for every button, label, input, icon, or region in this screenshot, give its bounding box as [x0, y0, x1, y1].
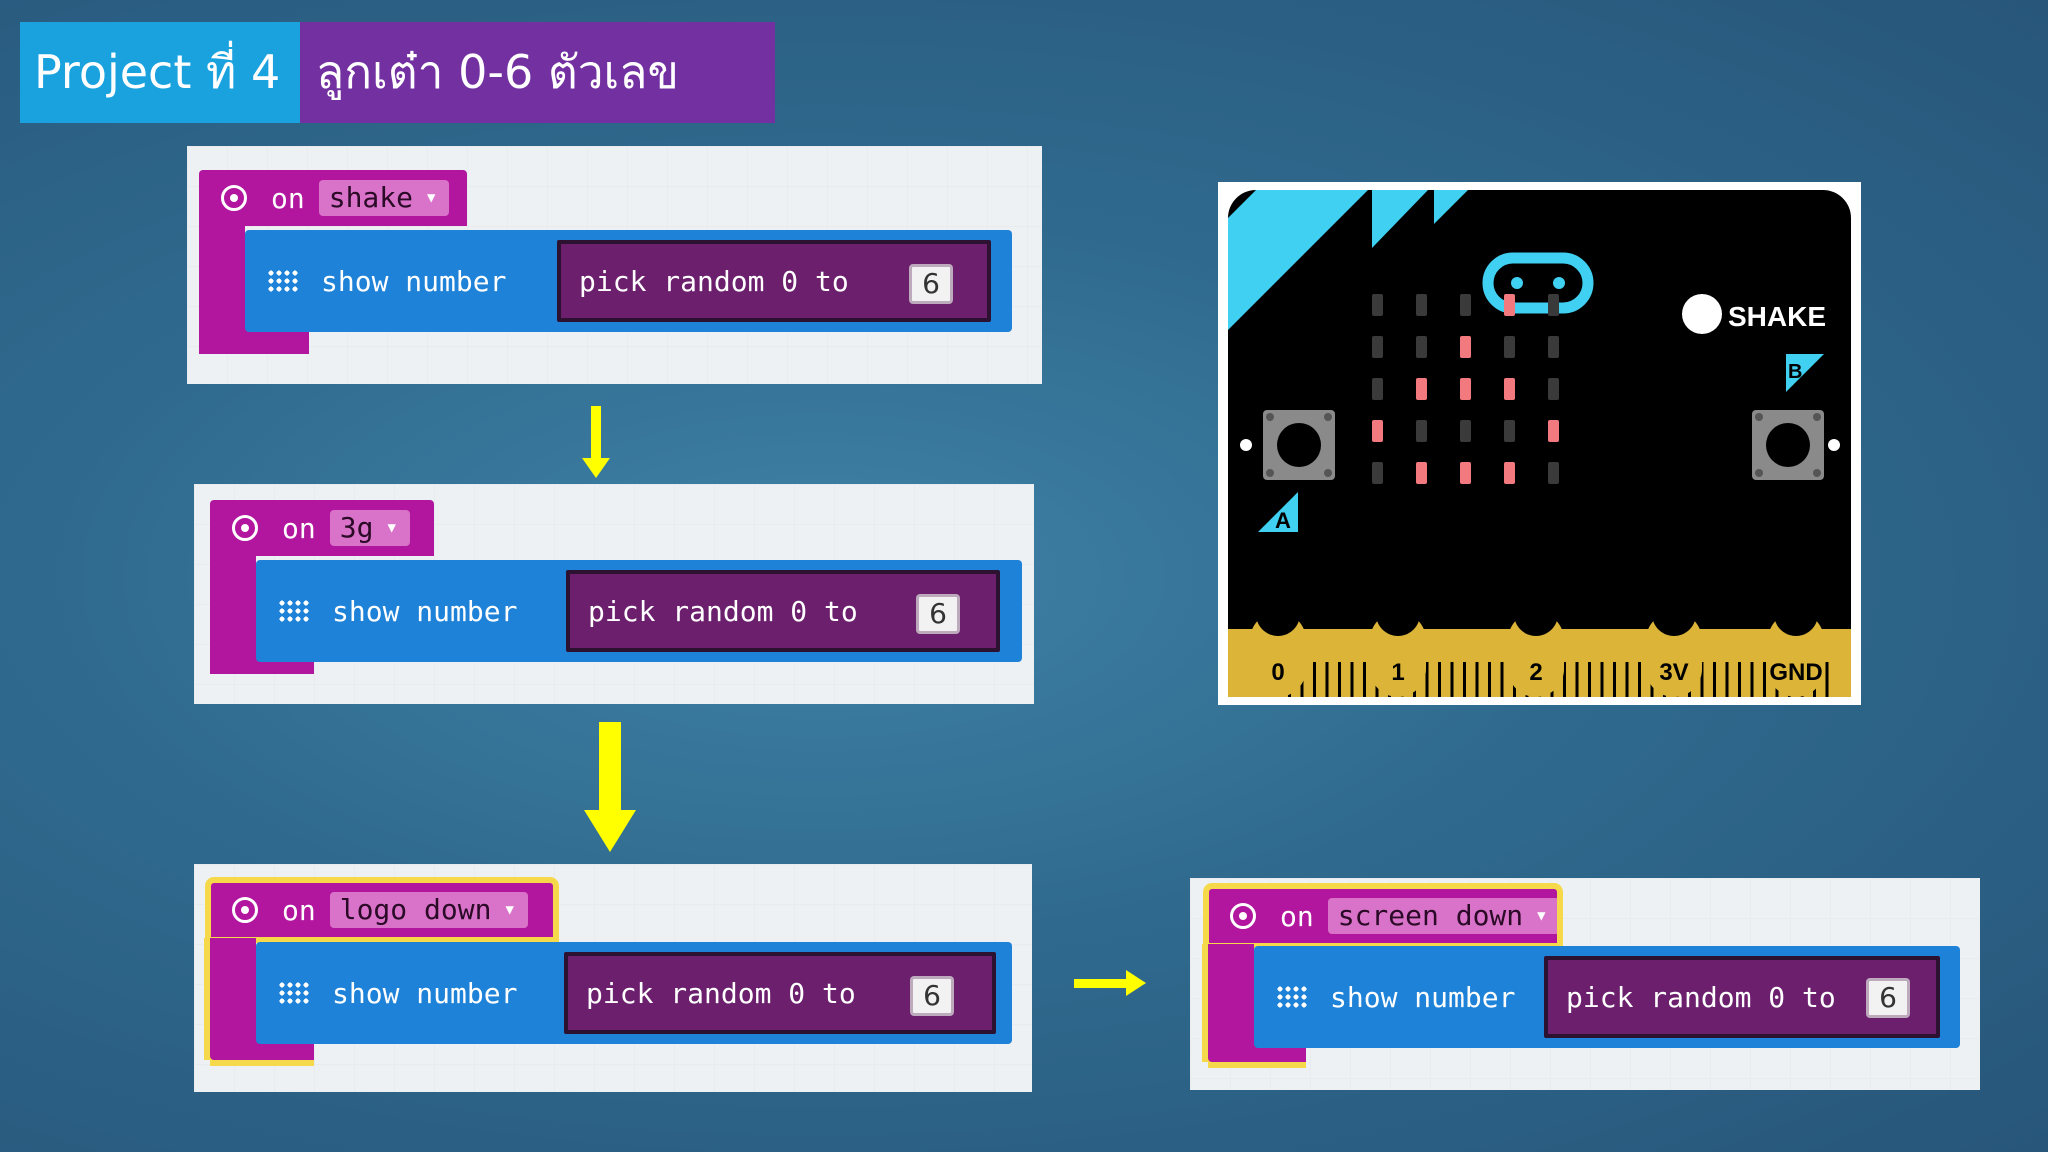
led	[1372, 294, 1383, 316]
pick-random-block[interactable]: pick random 0 to	[566, 570, 1000, 652]
led	[1372, 462, 1383, 484]
pin-label: 3V	[1659, 659, 1688, 686]
on-label: on	[1280, 899, 1314, 933]
chevron-down-icon: ▼	[427, 190, 436, 206]
led	[1504, 294, 1515, 316]
target-icon	[221, 185, 247, 211]
button-b[interactable]	[1752, 410, 1824, 480]
max-value-input[interactable]: 6	[1866, 978, 1910, 1018]
event-dropdown-value: screen down	[1337, 899, 1524, 932]
project-subtitle: ลูกเต๋า 0-6 ตัวเลข	[300, 22, 775, 123]
code-panel-3: on logo down ▼ show number pick random 0…	[194, 864, 1032, 1092]
pin-0[interactable]: 0	[1250, 592, 1306, 697]
led	[1372, 336, 1383, 358]
show-number-label: show number	[321, 264, 507, 298]
led-grid-icon	[267, 269, 299, 293]
event-block-logo-down[interactable]: on logo down ▼	[205, 877, 559, 943]
led	[1416, 462, 1427, 484]
led	[1548, 294, 1559, 316]
show-number-label: show number	[1330, 980, 1516, 1014]
on-label: on	[282, 511, 316, 545]
pin-label: 0	[1271, 659, 1284, 686]
button-b-marker	[1786, 354, 1824, 392]
chevron-down-icon: ▼	[505, 902, 514, 918]
arrow-down-icon	[584, 722, 636, 852]
event-dropdown-value: 3g	[339, 511, 374, 544]
led-grid-icon	[278, 981, 310, 1005]
event-dropdown[interactable]: shake ▼	[318, 180, 450, 216]
event-dropdown[interactable]: logo down ▼	[329, 892, 528, 928]
pin-1[interactable]: 1	[1370, 592, 1426, 697]
pick-random-block[interactable]: pick random 0 to	[564, 952, 996, 1034]
shake-icon	[1682, 294, 1722, 334]
event-dropdown-value: logo down	[339, 893, 492, 926]
pick-random-label: pick random 0 to	[1566, 980, 1836, 1014]
led	[1504, 462, 1515, 484]
led-grid-icon	[1276, 985, 1308, 1009]
code-panel-1: on shake ▼ show number pick random 0 to …	[187, 146, 1042, 384]
show-number-label: show number	[332, 976, 518, 1010]
pick-random-label: pick random 0 to	[588, 594, 858, 628]
led	[1504, 420, 1515, 442]
led	[1460, 462, 1471, 484]
led	[1416, 336, 1427, 358]
led-matrix	[1372, 294, 1559, 484]
led	[1504, 336, 1515, 358]
event-block-screen-down[interactable]: on screen down ▼	[1203, 883, 1563, 949]
led	[1416, 420, 1427, 442]
led	[1460, 294, 1471, 316]
max-value-input[interactable]: 6	[909, 264, 953, 304]
logo-icon	[1482, 252, 1594, 314]
led	[1460, 378, 1471, 400]
max-value-input[interactable]: 6	[910, 976, 954, 1016]
event-dropdown[interactable]: 3g ▼	[329, 510, 410, 546]
event-dropdown[interactable]: screen down ▼	[1327, 898, 1560, 934]
led	[1460, 336, 1471, 358]
pin-label: GND	[1769, 659, 1822, 686]
led	[1372, 378, 1383, 400]
led	[1416, 378, 1427, 400]
chevron-down-icon: ▼	[1537, 908, 1546, 924]
pin-label: 1	[1391, 659, 1404, 686]
microbit-board: SHAKE B A 0 1 2 3V GND	[1228, 190, 1851, 697]
on-label: on	[271, 181, 305, 215]
target-icon	[1230, 903, 1256, 929]
pin-label: 2	[1529, 659, 1542, 686]
button-a-marker	[1258, 492, 1298, 532]
target-icon	[232, 515, 258, 541]
project-title: Project ที่ 4	[20, 22, 300, 123]
event-block-3g[interactable]: on 3g ▼	[210, 500, 434, 556]
button-a-label: A	[1275, 508, 1291, 533]
code-panel-2: on 3g ▼ show number pick random 0 to 6	[194, 484, 1034, 704]
pin-gnd[interactable]: GND	[1768, 592, 1824, 697]
led	[1416, 294, 1427, 316]
event-dropdown-value: shake	[328, 181, 414, 214]
led	[1548, 336, 1559, 358]
button-a[interactable]	[1263, 410, 1335, 480]
led	[1548, 378, 1559, 400]
shake-label: SHAKE	[1728, 301, 1826, 332]
pin-3v[interactable]: 3V	[1646, 592, 1702, 697]
pin-2[interactable]: 2	[1508, 592, 1564, 697]
button-b-label: B	[1788, 361, 1802, 383]
pick-random-label: pick random 0 to	[586, 976, 856, 1010]
event-block-shake[interactable]: on shake ▼	[199, 170, 467, 226]
code-panel-4: on screen down ▼ show number pick random…	[1190, 878, 1980, 1090]
chevron-down-icon: ▼	[387, 520, 396, 536]
led	[1548, 420, 1559, 442]
led	[1372, 420, 1383, 442]
led	[1548, 462, 1559, 484]
pick-random-block[interactable]: pick random 0 to	[1544, 956, 1940, 1038]
led	[1460, 420, 1471, 442]
arrow-right-icon	[1074, 970, 1146, 996]
on-label: on	[282, 893, 316, 927]
show-number-label: show number	[332, 594, 518, 628]
arrow-down-icon	[582, 406, 610, 478]
led-grid-icon	[278, 599, 310, 623]
max-value-input[interactable]: 6	[916, 594, 960, 634]
led	[1504, 378, 1515, 400]
target-icon	[232, 897, 258, 923]
microbit-illustration: SHAKE B A 0 1 2 3V GND	[1218, 182, 1861, 705]
pick-random-label: pick random 0 to	[579, 264, 849, 298]
